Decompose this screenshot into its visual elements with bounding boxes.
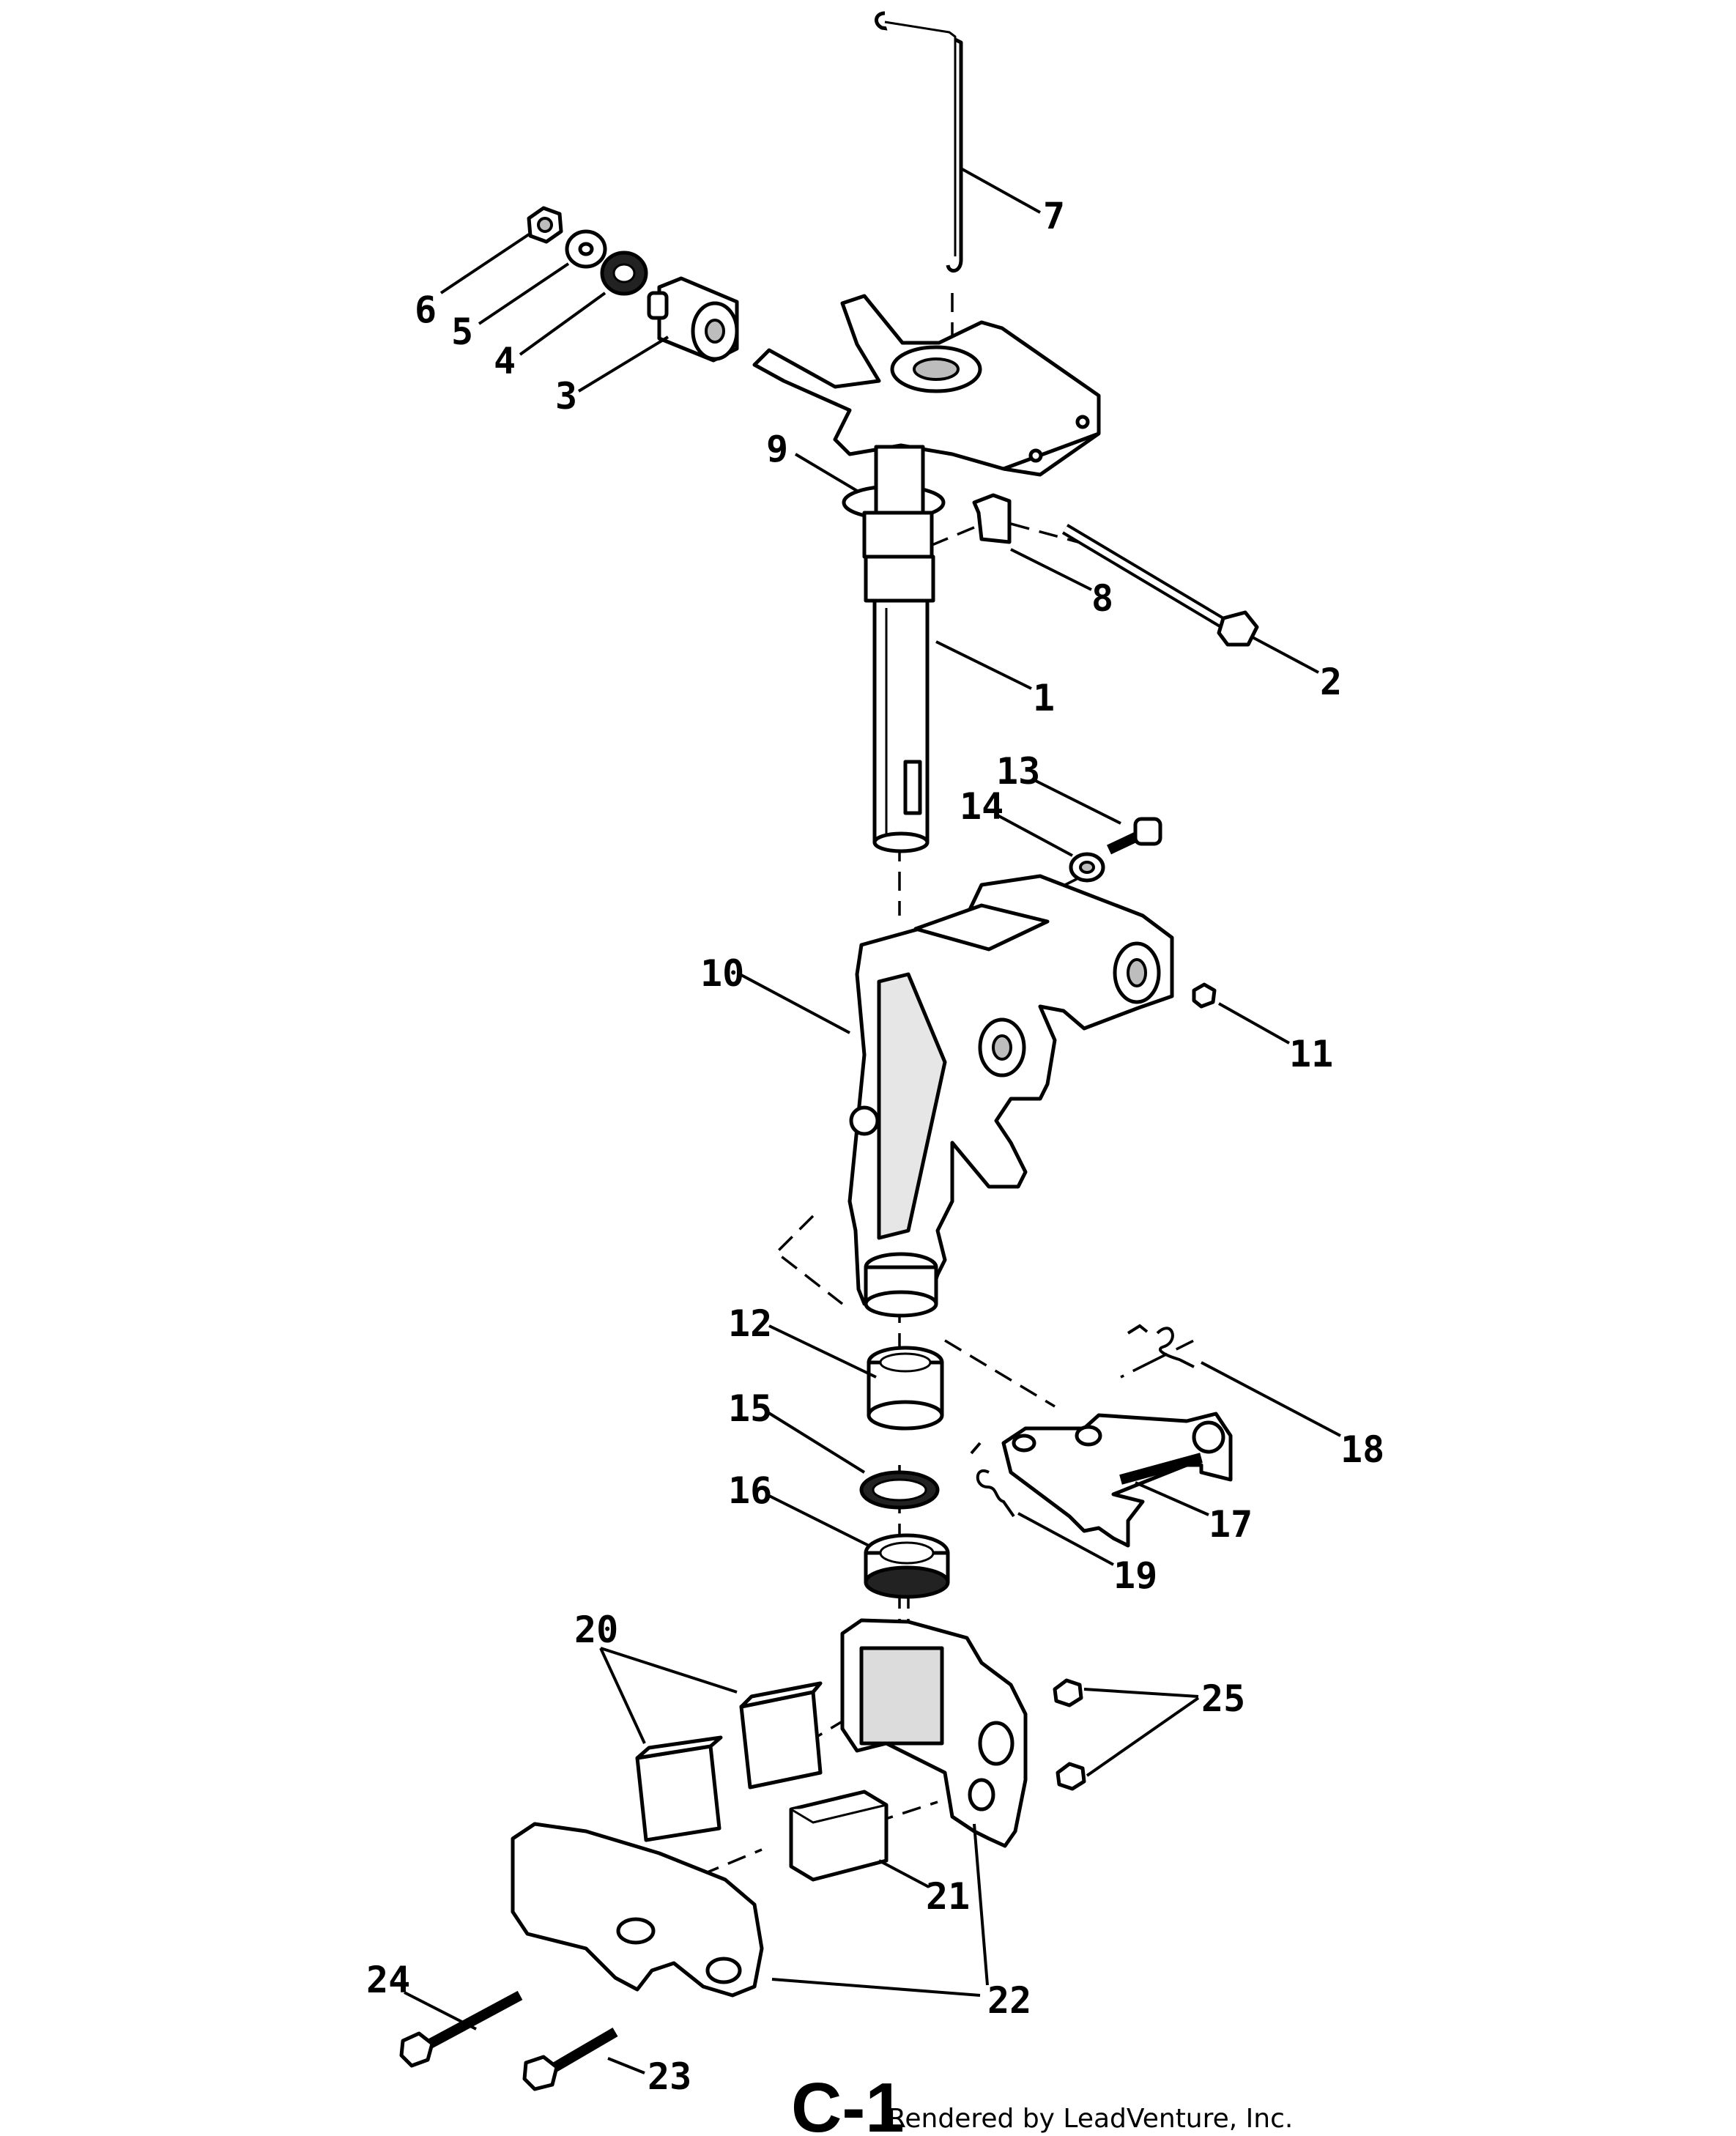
sheet-label: C-1 bbox=[791, 2069, 905, 2136]
part-15-o-ring bbox=[859, 1470, 940, 1510]
callout-7: 7 bbox=[1043, 195, 1065, 237]
callout-labels: 7 6 5 4 3 9 8 2 1 13 14 10 11 12 18 17 1… bbox=[366, 195, 1384, 2098]
part-5-washer bbox=[565, 229, 607, 269]
callout-22: 22 bbox=[987, 1979, 1031, 2022]
part-17-tilt-lock-lever bbox=[1001, 1412, 1233, 1548]
callout-6: 6 bbox=[415, 289, 437, 331]
part-4-lock-washer bbox=[600, 251, 648, 296]
callout-17: 17 bbox=[1209, 1503, 1253, 1546]
part-19-spring bbox=[970, 1442, 1015, 1518]
callout-2: 2 bbox=[1320, 661, 1342, 703]
callout-10: 10 bbox=[700, 952, 744, 995]
part-12-bushing bbox=[867, 1346, 944, 1431]
callout-9: 9 bbox=[766, 428, 788, 470]
part-25-nut-b bbox=[1056, 1762, 1086, 1791]
callout-11: 11 bbox=[1289, 1033, 1333, 1075]
part-7-rod bbox=[875, 11, 963, 273]
part-3-bushing bbox=[647, 276, 739, 363]
leader-lines bbox=[404, 167, 1341, 2074]
callout-23: 23 bbox=[648, 2055, 691, 2098]
part-1-steering-tube bbox=[862, 445, 935, 853]
callout-21: 21 bbox=[926, 1875, 970, 1918]
callout-3: 3 bbox=[555, 375, 577, 418]
callout-19: 19 bbox=[1113, 1554, 1157, 1597]
callout-25: 25 bbox=[1201, 1677, 1245, 1720]
callout-18: 18 bbox=[1340, 1428, 1384, 1471]
part-13-screw bbox=[1107, 817, 1162, 855]
part-25-nut-a bbox=[1053, 1678, 1083, 1707]
part-24-bolt bbox=[399, 1990, 523, 2068]
callout-15: 15 bbox=[728, 1387, 772, 1430]
callout-4: 4 bbox=[494, 340, 516, 382]
part-6-nut bbox=[527, 206, 563, 244]
callout-8: 8 bbox=[1091, 577, 1113, 620]
render-credit: Rendered by LeadVenture, Inc. bbox=[888, 2104, 1293, 2134]
part-20-pad-b bbox=[635, 1735, 723, 1842]
part-11-screw bbox=[1192, 982, 1217, 1009]
callout-16: 16 bbox=[728, 1469, 772, 1512]
steering-arm bbox=[752, 294, 1101, 477]
callout-5: 5 bbox=[451, 311, 473, 353]
callout-13: 13 bbox=[996, 750, 1040, 793]
part-22-clamp-upper bbox=[840, 1618, 1028, 1848]
part-8-clip bbox=[972, 493, 1012, 544]
part-16-seal bbox=[864, 1533, 950, 1599]
callout-24: 24 bbox=[366, 1959, 410, 2001]
part-21-block bbox=[789, 1790, 889, 1882]
callout-20: 20 bbox=[574, 1609, 618, 1651]
part-22-clamp-lower bbox=[511, 1822, 764, 1998]
part-2-bolt bbox=[1061, 524, 1259, 647]
callout-12: 12 bbox=[728, 1302, 772, 1345]
part-23-bolt bbox=[522, 2027, 618, 2091]
part-10-swivel-bracket bbox=[847, 874, 1174, 1318]
callout-14: 14 bbox=[960, 785, 1004, 828]
callout-1: 1 bbox=[1033, 677, 1055, 719]
part-14-washer bbox=[1069, 852, 1105, 883]
part-18-spring bbox=[1127, 1324, 1195, 1368]
part-20-pad-a bbox=[739, 1681, 823, 1790]
